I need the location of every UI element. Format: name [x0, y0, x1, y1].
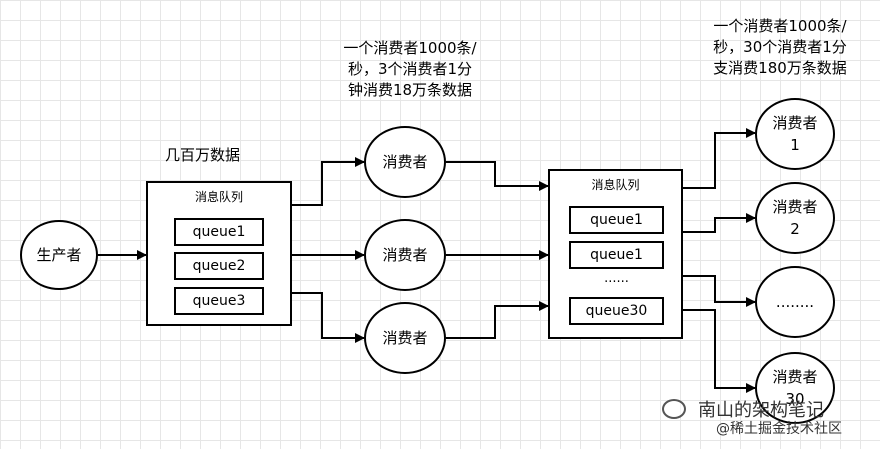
right-note-line: 支消费180万条数据 [713, 59, 847, 77]
consumer-label: 消费者 [382, 329, 428, 347]
message-queue-box-2: 消息队列 queue1 queue1 ...... queue30 [548, 169, 683, 339]
consumer-index: 1 [790, 136, 800, 154]
consumer-node-1: 消费者 1 [755, 98, 835, 170]
arrow-queue1-to-consumer-top [292, 157, 365, 206]
queue-item: queue3 [174, 287, 264, 315]
middle-note-line: 钟消费18万条数据 [347, 81, 473, 99]
producer-node: 生产者 [20, 220, 98, 290]
arrow-queue2-to-consumer-30 [683, 309, 756, 393]
volume-label: 几百万数据 [165, 146, 241, 164]
consumer-label: 消费者 [772, 114, 818, 132]
message-queue-title-2: 消息队列 [591, 178, 640, 192]
queue-item: queue2 [174, 252, 264, 280]
consumer-label: 消费者 [382, 153, 428, 171]
producer-label: 生产者 [36, 246, 82, 264]
consumer-node-ellipsis: ........ [755, 266, 835, 338]
consumer-node-2: 消费者 2 [755, 182, 835, 254]
arrow-consumer-bottom-to-queue2 [446, 301, 549, 339]
watermark-title: 南山的架构笔记 [698, 400, 824, 421]
consumer-node-middle: 消费者 [364, 219, 446, 291]
consumer-node-bottom: 消费者 [364, 302, 446, 374]
message-queue-box-1: 消息队列 queue1 queue2 queue3 [146, 181, 292, 326]
right-note-line: 秒，30个消费者1分 [713, 38, 847, 56]
consumer-ellipsis: ........ [775, 293, 815, 311]
arrow-queue2-to-consumer-dots [683, 275, 756, 307]
queue-item-last: queue30 [569, 297, 664, 325]
consumer-index: 2 [790, 220, 800, 238]
consumer-label: 消费者 [772, 368, 818, 386]
watermark-subtitle: @稀土掘金技术社区 [716, 421, 842, 437]
consumer-node-top: 消费者 [364, 126, 446, 198]
right-note-line: 一个消费者1000条/ [713, 17, 847, 35]
consumer-node-30: 消费者 30 [755, 352, 835, 424]
message-queue-title-1: 消息队列 [194, 190, 243, 204]
middle-throughput-note: 一个消费者1000条/ 秒，3个消费者1分 钟消费18万条数据 [320, 38, 500, 101]
arrow-queue3-to-consumer-bottom [292, 292, 365, 343]
right-throughput-note: 一个消费者1000条/ 秒，30个消费者1分 支消费180万条数据 [690, 16, 870, 79]
queue-item: queue1 [569, 241, 664, 269]
queue-item: queue1 [569, 206, 664, 234]
middle-note-line: 一个消费者1000条/ [343, 39, 477, 57]
arrow-queue2-to-consumer-2 [683, 213, 756, 233]
arrow-consumer-top-to-queue2 [446, 161, 549, 191]
consumer-index: 30 [785, 390, 805, 408]
arrow-queue2-to-consumer-1 [683, 128, 756, 189]
queue-ellipsis: ...... [604, 271, 629, 286]
wechat-icon [662, 399, 686, 419]
queue-item: queue1 [174, 218, 264, 246]
consumer-label: 消费者 [772, 198, 818, 216]
middle-note-line: 秒，3个消费者1分 [347, 60, 473, 78]
consumer-label: 消费者 [382, 246, 428, 264]
